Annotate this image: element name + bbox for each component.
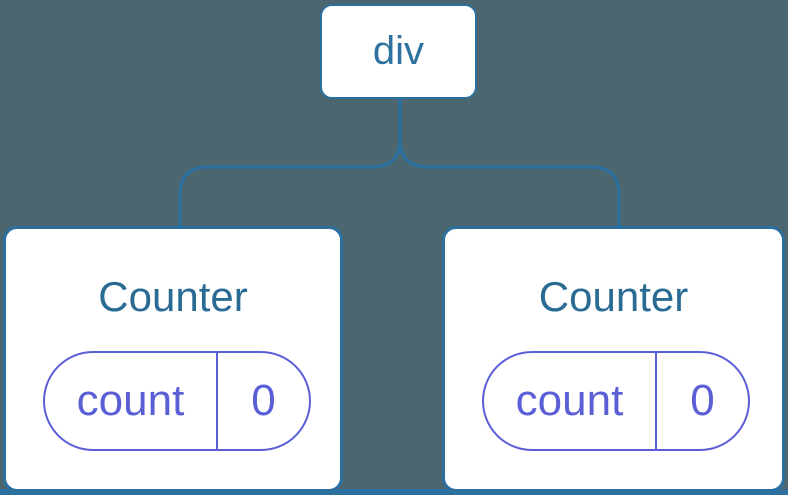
counter-node-left: Counter count 0: [3, 226, 343, 492]
state-pill: count 0: [43, 351, 311, 451]
state-name: count: [484, 353, 657, 449]
bottom-edge-bar: [0, 489, 788, 495]
root-node-div: div: [320, 4, 477, 99]
state-name: count: [45, 353, 218, 449]
counter-node-right: Counter count 0: [442, 226, 785, 492]
connector-left-branch: [178, 97, 402, 226]
state-value: 0: [251, 376, 276, 425]
state-pill: count 0: [482, 351, 750, 451]
connector-right-branch: [398, 97, 621, 226]
component-title: Counter: [98, 273, 248, 320]
component-title: Counter: [538, 273, 689, 320]
root-node-label: div: [372, 29, 425, 73]
state-value: 0: [690, 376, 715, 425]
